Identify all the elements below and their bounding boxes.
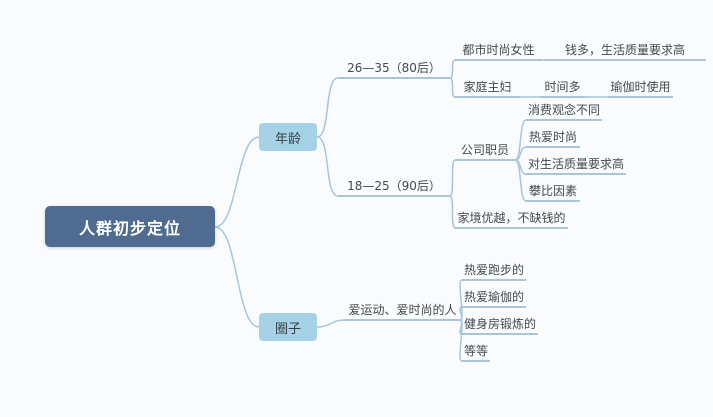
edge-90s-staff bbox=[449, 159, 456, 197]
node-housewife[interactable]: 家庭主妇 bbox=[455, 79, 520, 98]
node-etc[interactable]: 等等 bbox=[462, 343, 490, 362]
node-sporty-people[interactable]: 爱运动、爱时尚的人 bbox=[345, 302, 460, 321]
node-use-during-yoga[interactable]: 瑜伽时使用 bbox=[608, 79, 673, 98]
edge-80s-urban bbox=[449, 59, 456, 79]
node-rich-quality[interactable]: 钱多，生活质量要求高 bbox=[544, 42, 706, 61]
edge-root-age bbox=[214, 136, 260, 228]
node-life-quality[interactable]: 对生活质量要求高 bbox=[526, 156, 626, 175]
node-age-90s[interactable]: 18—25（90后） bbox=[338, 178, 450, 197]
node-love-running[interactable]: 热爱跑步的 bbox=[462, 262, 526, 281]
edge-staff-fashion bbox=[514, 146, 527, 161]
branch-node-circle[interactable]: 圈子 bbox=[259, 313, 317, 341]
node-love-fashion[interactable]: 热爱时尚 bbox=[526, 129, 580, 148]
node-urban-fashion-women[interactable]: 都市时尚女性 bbox=[455, 42, 542, 61]
edge-staff-comparison bbox=[514, 159, 527, 202]
edge-staff-quality bbox=[514, 159, 527, 175]
edge-root-circle bbox=[214, 226, 260, 328]
node-office-staff[interactable]: 公司职员 bbox=[455, 142, 515, 161]
edge-age-90s bbox=[316, 136, 339, 197]
node-consumption-concept[interactable]: 消费观念不同 bbox=[526, 102, 602, 121]
edge-circle-sporty bbox=[316, 319, 346, 328]
edge-staff-concept bbox=[514, 119, 527, 161]
root-node[interactable]: 人群初步定位 bbox=[45, 206, 215, 247]
node-wealthy-family[interactable]: 家境优越，不缺钱的 bbox=[455, 210, 568, 229]
node-age-80s[interactable]: 26—35（80后） bbox=[338, 60, 450, 79]
node-comparison[interactable]: 攀比因素 bbox=[526, 183, 580, 202]
node-love-yoga[interactable]: 热爱瑜伽的 bbox=[462, 289, 526, 308]
node-free-time[interactable]: 时间多 bbox=[540, 79, 585, 98]
branch-node-age[interactable]: 年龄 bbox=[259, 123, 317, 151]
edge-age-80s bbox=[316, 77, 339, 138]
node-gym-goers[interactable]: 健身房锻炼的 bbox=[462, 316, 538, 335]
